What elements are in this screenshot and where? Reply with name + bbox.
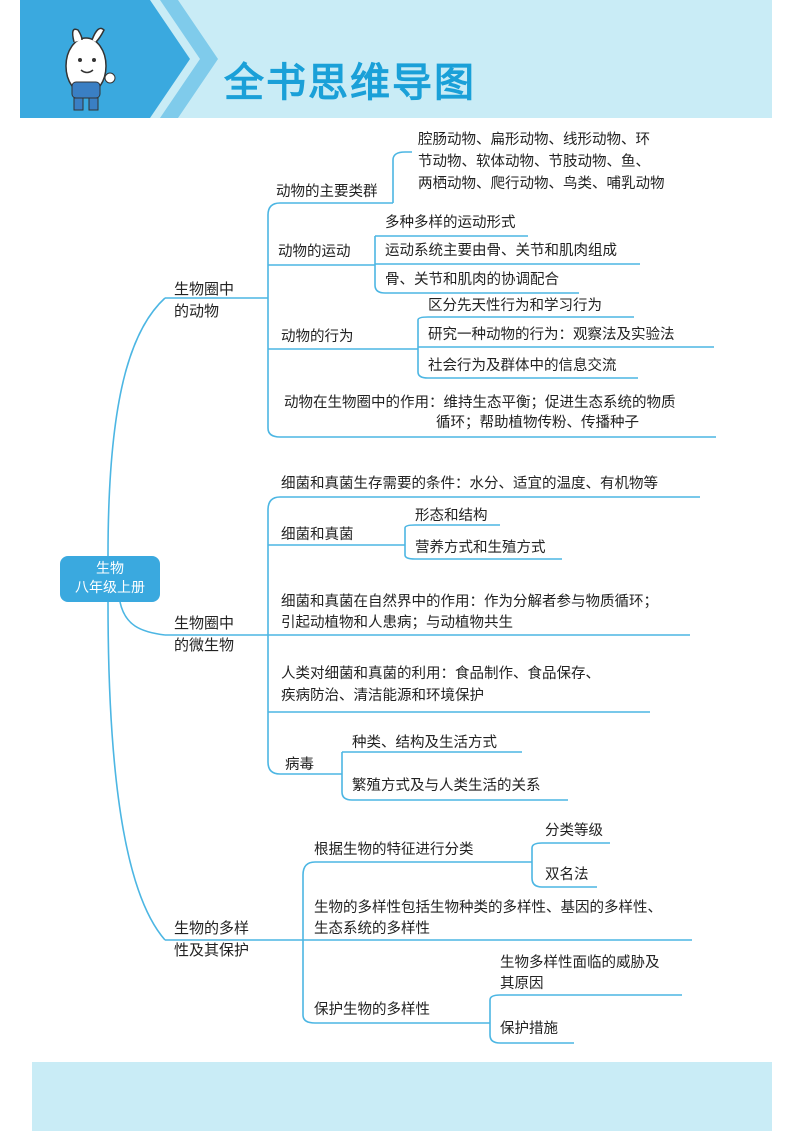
protect-item-2: 保护措施 bbox=[500, 1021, 558, 1037]
animal-groups-label: 动物的主要类群 bbox=[276, 184, 378, 200]
microbe-role-line-1: 细菌和真菌在自然界中的作用：作为分解者参与物质循环； bbox=[281, 594, 658, 610]
microbe-use-line-1: 人类对细菌和真菌的利用：食品制作、食品保存、 bbox=[281, 666, 600, 682]
branch-animals-label-2: 的动物 bbox=[174, 302, 220, 320]
animal-movement-label: 动物的运动 bbox=[278, 244, 351, 260]
branch-animals-label-1: 生物圈中 bbox=[174, 280, 235, 298]
microbe-use-line-2: 疾病防治、清洁能源和环境保护 bbox=[281, 688, 484, 704]
animal-groups-detail-2: 节动物、软体动物、节肢动物、鱼、 bbox=[418, 154, 650, 170]
animal-behavior-label: 动物的行为 bbox=[281, 329, 354, 345]
movement-item-1: 多种多样的运动形式 bbox=[385, 215, 516, 231]
classification-item-1: 分类等级 bbox=[545, 823, 603, 839]
mascot-icon bbox=[65, 27, 116, 111]
root-line-2: 八年级上册 bbox=[75, 580, 145, 596]
root-line-1: 生物 bbox=[96, 561, 124, 577]
animal-groups-detail-3: 两栖动物、爬行动物、鸟类、哺乳动物 bbox=[418, 176, 665, 192]
behavior-item-3: 社会行为及群体中的信息交流 bbox=[428, 358, 617, 374]
bacteria-fungi-item-2: 营养方式和生殖方式 bbox=[415, 540, 546, 556]
behavior-item-1: 区分先天性行为和学习行为 bbox=[428, 298, 602, 314]
diversity-definition-line-1: 生物的多样性包括生物种类的多样性、基因的多样性、 bbox=[314, 900, 662, 916]
classification-label: 根据生物的特征进行分类 bbox=[314, 842, 474, 858]
protect-item-1-line-2: 其原因 bbox=[500, 976, 544, 992]
virus-item-1: 种类、结构及生活方式 bbox=[352, 735, 497, 751]
protect-diversity-label: 保护生物的多样性 bbox=[314, 1002, 430, 1018]
branch-diversity-label-1: 生物的多样 bbox=[174, 919, 250, 937]
virus-label: 病毒 bbox=[285, 757, 314, 773]
protect-item-1-line-1: 生物多样性面临的威胁及 bbox=[500, 955, 660, 971]
branch-microbes-label-1: 生物圈中 bbox=[174, 614, 235, 632]
microbe-role-line-2: 引起动植物和人患病；与动植物共生 bbox=[281, 615, 513, 631]
branch-diversity-label-2: 性及其保护 bbox=[174, 941, 250, 959]
microbe-conditions: 细菌和真菌生存需要的条件：水分、适宜的温度、有机物等 bbox=[281, 476, 658, 492]
animal-groups-detail-1: 腔肠动物、扁形动物、线形动物、环 bbox=[418, 132, 650, 148]
movement-item-2: 运动系统主要由骨、关节和肌肉组成 bbox=[385, 243, 617, 259]
page-title: 全书思维导图 bbox=[224, 59, 476, 106]
movement-item-3: 骨、关节和肌肉的协调配合 bbox=[385, 272, 559, 288]
bacteria-fungi-label: 细菌和真菌 bbox=[281, 527, 354, 543]
diversity-definition-line-2: 生态系统的多样性 bbox=[314, 921, 430, 937]
branch-microbes-label-2: 的微生物 bbox=[174, 636, 235, 654]
behavior-item-2: 研究一种动物的行为：观察法及实验法 bbox=[428, 327, 675, 343]
bacteria-fungi-item-1: 形态和结构 bbox=[415, 508, 488, 524]
animal-role-line-1: 动物在生物圈中的作用：维持生态平衡；促进生态系统的物质 bbox=[284, 395, 676, 411]
footer-band bbox=[32, 1062, 772, 1131]
virus-item-2: 繁殖方式及与人类生活的关系 bbox=[352, 778, 541, 794]
root-node: 生物 八年级上册 bbox=[60, 556, 160, 602]
animal-role-line-2: 循环；帮助植物传粉、传播种子 bbox=[436, 415, 639, 431]
classification-item-2: 双名法 bbox=[545, 867, 589, 883]
